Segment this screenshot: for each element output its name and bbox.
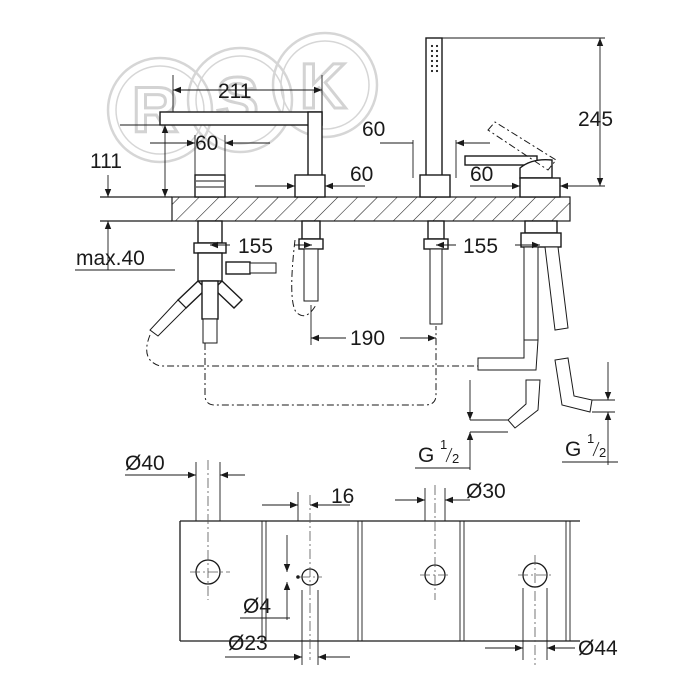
thread-left-den: 2 (452, 451, 459, 466)
dim-diverter-width: 60 (350, 163, 373, 186)
dim-spout-base-width: 60 (195, 132, 218, 155)
dim-gap-16: 16 (331, 485, 354, 508)
valve-body (197, 252, 223, 282)
spout-base-right (294, 174, 326, 198)
dim-hole-23: Ø23 (228, 632, 268, 655)
thread-right-den: 2 (599, 445, 606, 460)
watermark-letter: R (132, 74, 178, 146)
shank-shower (427, 220, 445, 240)
nut-diverter (298, 238, 324, 250)
hose-down-left (507, 379, 541, 429)
hole-plan: Ø40 16 Ø30 Ø4 Ø23 Ø44 (125, 452, 618, 665)
hose-left (149, 299, 187, 337)
hose-elbow-left (477, 339, 539, 371)
thread-right-label: G (565, 438, 581, 461)
dim-deck-thickness: max.40 (75, 175, 175, 271)
shower-holder-base (419, 174, 451, 198)
watermark-ring (280, 40, 370, 130)
spout-arm (159, 111, 323, 126)
hand-shower (419, 37, 451, 198)
shank-mixer (524, 220, 558, 234)
spout-column (307, 111, 323, 179)
valve-stem-hose (202, 318, 218, 344)
dim-spout-reach: 211 (218, 80, 251, 103)
valve-stem (201, 280, 219, 320)
dim-hole-small: Ø4 (243, 595, 271, 618)
thread-left-num: 1 (440, 437, 447, 452)
hose-mixer-1 (523, 246, 539, 341)
fraction-slash (445, 447, 453, 463)
deck-section (100, 196, 571, 222)
label-bg (346, 322, 400, 346)
hole-4 (296, 575, 300, 579)
watermark-letter: K (300, 50, 346, 122)
dim-mixer-lever-width: 60 (470, 163, 493, 186)
watermark-ring (106, 56, 214, 164)
dim-spacing-left: 155 (238, 235, 273, 258)
shank-diverter (301, 220, 321, 240)
dim-hole-medium: Ø30 (466, 480, 506, 503)
dimension-lines-top: 211 111 60 60 60 60 245 (90, 37, 613, 197)
thread-left-label: G (418, 444, 434, 467)
hose-diverter (303, 248, 319, 302)
watermark-ring (271, 31, 379, 139)
hose-elbow-right (554, 357, 593, 413)
hose-mixer-2 (544, 246, 569, 331)
dim-hole-44: Ø44 (578, 637, 618, 660)
route-left (146, 334, 478, 367)
shower-spray-holes (430, 44, 439, 73)
nut-left (193, 242, 227, 254)
spout-base-left (194, 174, 226, 198)
dim-shower-holder-width: 60 (362, 118, 385, 141)
watermark-ring (115, 65, 205, 155)
nut-mixer (520, 232, 562, 248)
dim-shower-height: 245 (578, 108, 613, 131)
dim-deck-thickness-label: max.40 (76, 247, 145, 270)
valve-outlet-right (225, 261, 251, 275)
fraction-slash (592, 441, 600, 457)
mixer (464, 121, 561, 198)
shank-left (197, 220, 223, 244)
hose-shower (429, 248, 443, 325)
route-shower (204, 326, 437, 406)
watermark-ring (186, 46, 294, 154)
dim-hole-large: Ø40 (125, 452, 165, 475)
dim-hose-spacing: 190 (350, 327, 385, 350)
valve-hose-right (249, 262, 277, 274)
hose-routes (146, 239, 478, 406)
dim-spacing-right: 155 (463, 235, 498, 258)
plan-edges (180, 520, 580, 642)
hand-shower-body (425, 37, 443, 179)
nut-shower (423, 238, 449, 250)
spout (159, 111, 326, 198)
dim-spout-height: 111 (90, 150, 122, 173)
thread-labels: G 1 2 G 1 2 (415, 362, 618, 470)
dim-spacing: 155 155 190 (210, 235, 540, 350)
mixer-body (519, 158, 553, 179)
mixer-base (519, 177, 561, 198)
thread-right-num: 1 (587, 431, 594, 446)
deck-hatch (171, 196, 571, 222)
